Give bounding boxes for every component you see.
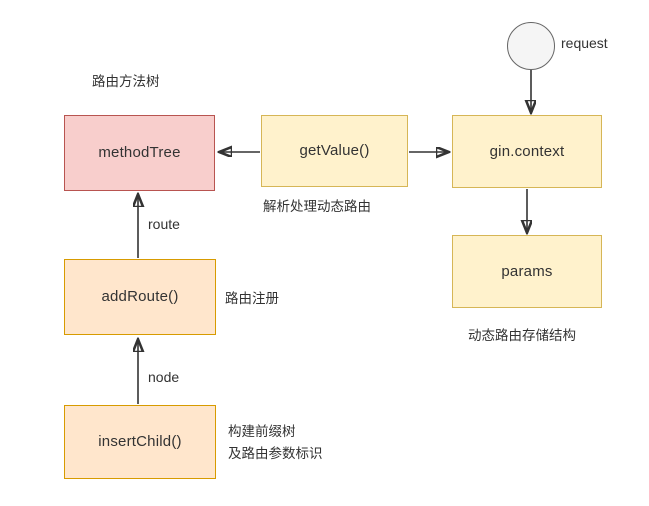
node-getvalue-label: getValue() (299, 142, 370, 159)
node-gincontext-label: gin.context (489, 142, 565, 160)
request-start-node[interactable] (507, 22, 555, 70)
node-insertchild-label: insertChild() (98, 433, 182, 450)
annotation-insertchild-line2: 及路由参数标识 (228, 446, 323, 462)
node-getvalue[interactable]: getValue() (261, 115, 408, 187)
node-methodtree-label: methodTree (98, 144, 181, 161)
node-addroute[interactable]: addRoute() (64, 259, 216, 335)
annotation-addroute: 路由注册 (225, 291, 279, 307)
annotation-insertchild-line1: 构建前缀树 (228, 424, 296, 440)
annotation-getvalue: 解析处理动态路由 (263, 199, 371, 215)
edge-label-route: route (148, 216, 180, 232)
node-params-label: params (501, 262, 553, 280)
node-addroute-label: addRoute() (101, 288, 179, 305)
node-gincontext[interactable]: gin.context (452, 115, 602, 188)
annotation-params: 动态路由存储结构 (468, 328, 576, 344)
node-methodtree[interactable]: methodTree (64, 115, 215, 191)
edge-label-node: node (148, 369, 180, 385)
node-params[interactable]: params (452, 235, 602, 308)
node-insertchild[interactable]: insertChild() (64, 405, 216, 479)
annotation-methodtree: 路由方法树 (92, 74, 160, 90)
edge-label-request: request (561, 35, 608, 51)
